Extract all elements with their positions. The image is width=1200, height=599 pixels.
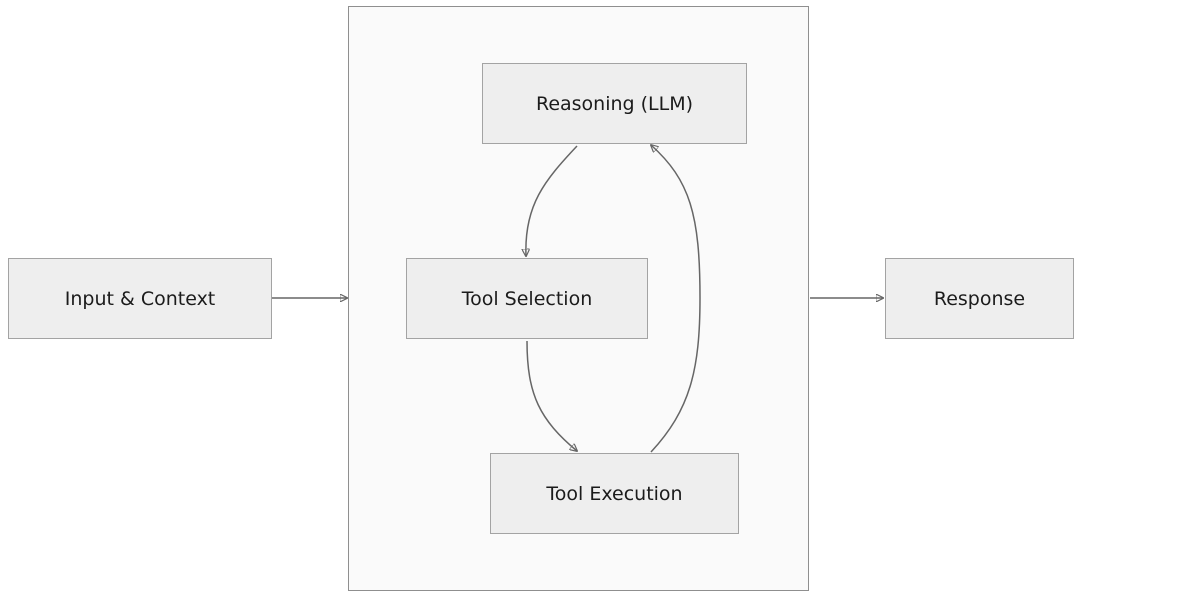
- node-tool-selection: Tool Selection: [406, 258, 648, 339]
- node-response-label: Response: [933, 287, 1026, 310]
- node-tool-execution: Tool Execution: [490, 453, 739, 534]
- node-input-context-label: Input & Context: [64, 287, 216, 310]
- node-tool-selection-label: Tool Selection: [461, 287, 593, 310]
- node-response: Response: [885, 258, 1074, 339]
- node-input-context: Input & Context: [8, 258, 272, 339]
- node-tool-execution-label: Tool Execution: [546, 482, 683, 505]
- node-reasoning-llm-label: Reasoning (LLM): [535, 92, 694, 115]
- node-reasoning-llm: Reasoning (LLM): [482, 63, 747, 144]
